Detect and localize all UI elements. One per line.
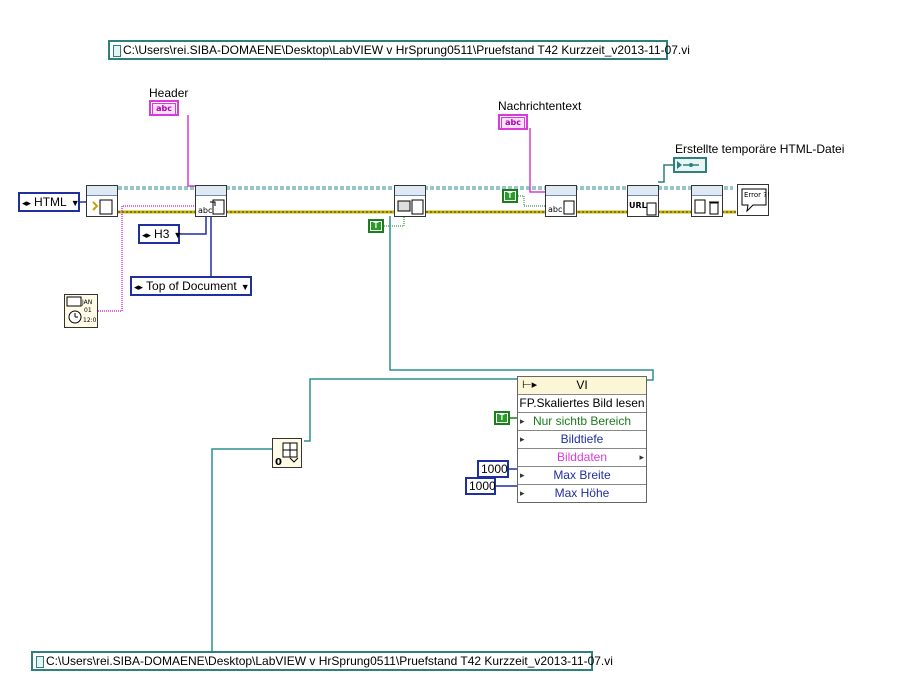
path-icon bbox=[113, 44, 121, 57]
index-zero-text: 0 bbox=[275, 457, 282, 467]
boolean-value: T bbox=[497, 414, 507, 422]
error-handler-icon: Error ?! bbox=[741, 188, 769, 213]
param-max-height[interactable]: ▸ Max Höhe bbox=[518, 484, 646, 502]
param-max-width[interactable]: ▸ Max Breite bbox=[518, 466, 646, 484]
file-path-text-bottom: C:\Users\rei.SIBA-DOMAENE\Desktop\LabVIE… bbox=[46, 654, 613, 668]
header-label: Header bbox=[149, 86, 189, 100]
open-vi-reference-node[interactable]: 0 bbox=[272, 438, 302, 468]
boolean-value: T bbox=[371, 222, 381, 230]
invoke-node-header: ⊢▸ VI bbox=[518, 377, 646, 394]
boolean-true-constant-visible-area[interactable]: T bbox=[494, 411, 510, 425]
svg-text:URL: URL bbox=[629, 201, 647, 210]
path-indicator-icon bbox=[677, 161, 699, 169]
report-vi-icon bbox=[628, 186, 658, 196]
new-report-icon bbox=[92, 199, 113, 215]
invoke-node-method-text: FP.Skaliertes Bild lesen bbox=[519, 396, 645, 410]
max-height-constant[interactable]: 1000 bbox=[465, 477, 496, 495]
heading-level-enum[interactable]: ◂▸H3▼ bbox=[138, 224, 183, 244]
boolean-true-constant-message[interactable]: T bbox=[502, 189, 518, 203]
svg-text:abc: abc bbox=[198, 206, 212, 215]
temp-html-file-indicator[interactable] bbox=[673, 157, 707, 173]
svg-text:01: 01 bbox=[84, 307, 92, 314]
report-vi-icon bbox=[692, 186, 722, 196]
input-terminal-icon: ▸ bbox=[520, 470, 525, 480]
string-icon: abc bbox=[501, 117, 525, 129]
report-vi-icon bbox=[87, 186, 117, 196]
report-type-enum[interactable]: ◂▸HTML▼ bbox=[18, 192, 80, 212]
append-text-icon: abc bbox=[548, 200, 575, 215]
timestamp-icon: JAN 01 12:01 bbox=[66, 296, 100, 324]
increment-decrement-icon: ◂▸ bbox=[142, 230, 152, 240]
input-terminal-icon: ▸ bbox=[520, 434, 525, 444]
increment-decrement-icon: ◂▸ bbox=[134, 282, 144, 292]
file-path-constant-top[interactable]: C:\Users\rei.SIBA-DOMAENE\Desktop\LabVIE… bbox=[108, 40, 690, 60]
dispose-report-icon bbox=[694, 199, 719, 215]
append-text-icon: abc bbox=[198, 199, 225, 215]
param-image-data[interactable]: Bilddaten ▸ bbox=[518, 448, 646, 466]
append-message-subvi[interactable]: abc bbox=[545, 185, 577, 217]
save-report-url-subvi[interactable]: URL bbox=[627, 185, 659, 217]
increment-decrement-icon: ◂▸ bbox=[22, 198, 32, 208]
svg-text:12:01: 12:01 bbox=[83, 317, 97, 324]
bool-wire-message[interactable] bbox=[518, 195, 546, 207]
position-value: Top of Document bbox=[146, 279, 237, 293]
position-enum[interactable]: ◂▸Top of Document▼ bbox=[130, 276, 252, 296]
dispose-report-subvi[interactable] bbox=[691, 185, 723, 217]
boolean-value: T bbox=[505, 192, 515, 200]
report-type-value: HTML bbox=[34, 195, 67, 209]
output-terminal-icon: ▸ bbox=[639, 452, 644, 462]
append-header-subvi[interactable]: abc bbox=[195, 185, 227, 217]
h3-enum-wire[interactable] bbox=[180, 216, 207, 235]
svg-text:abc: abc bbox=[548, 205, 562, 214]
image-data-wire[interactable] bbox=[389, 216, 654, 381]
invoke-node-class: VI bbox=[576, 378, 588, 392]
message-string-wire[interactable] bbox=[529, 128, 546, 193]
dropdown-arrow-icon: ▼ bbox=[240, 282, 250, 292]
picture-to-image-icon: 0 bbox=[275, 442, 299, 468]
dropdown-arrow-icon: ▼ bbox=[173, 230, 183, 240]
string-icon: abc bbox=[152, 103, 176, 115]
file-path-constant-bottom[interactable]: C:\Users\rei.SIBA-DOMAENE\Desktop\LabVIE… bbox=[31, 651, 613, 671]
message-text-label: Nachrichtentext bbox=[498, 99, 582, 113]
boolean-true-constant-image[interactable]: T bbox=[368, 219, 384, 233]
report-vi-icon bbox=[395, 186, 425, 196]
max-width-constant[interactable]: 1000 bbox=[477, 460, 509, 478]
new-report-subvi[interactable] bbox=[86, 185, 118, 217]
svg-text:JAN: JAN bbox=[81, 299, 92, 306]
input-terminal-icon: ▸ bbox=[520, 488, 525, 498]
timestamp-string-wire[interactable] bbox=[98, 205, 196, 312]
vi-refnum-wire[interactable] bbox=[304, 378, 518, 442]
path-icon bbox=[36, 655, 44, 668]
message-text-string-constant[interactable]: abc bbox=[498, 114, 528, 130]
file-path-text-top: C:\Users\rei.SIBA-DOMAENE\Desktop\LabVIE… bbox=[123, 43, 690, 57]
append-image-icon bbox=[397, 199, 424, 215]
refnum-in-icon: ⊢▸ bbox=[522, 379, 538, 391]
param-image-depth[interactable]: ▸ Bildtiefe bbox=[518, 430, 646, 448]
temp-html-file-label: Erstellte temporäre HTML-Datei bbox=[675, 142, 845, 156]
header-string-constant[interactable]: abc bbox=[149, 100, 179, 116]
date-time-string-node[interactable]: JAN 01 12:01 bbox=[64, 294, 100, 328]
simple-error-handler[interactable]: Error ?! bbox=[737, 184, 769, 216]
append-image-subvi[interactable] bbox=[394, 185, 426, 217]
param-visible-area[interactable]: ▸ Nur sichtb Bereich bbox=[518, 412, 646, 430]
invoke-node[interactable]: ⊢▸ VI FP.Skaliertes Bild lesen ▸ Nur sic… bbox=[517, 376, 647, 503]
bottom-path-wire[interactable] bbox=[211, 448, 272, 651]
report-vi-icon bbox=[196, 186, 226, 196]
report-vi-icon bbox=[546, 186, 576, 196]
heading-level-value: H3 bbox=[154, 227, 170, 241]
temp-html-path-wire[interactable] bbox=[658, 164, 673, 183]
header-string-wire[interactable] bbox=[187, 115, 196, 187]
dropdown-arrow-icon: ▼ bbox=[70, 198, 80, 208]
invoke-node-method[interactable]: FP.Skaliertes Bild lesen bbox=[518, 394, 646, 412]
url-icon: URL bbox=[629, 201, 657, 216]
error-handler-text: Error ?! bbox=[744, 191, 769, 199]
input-terminal-icon: ▸ bbox=[520, 416, 525, 426]
